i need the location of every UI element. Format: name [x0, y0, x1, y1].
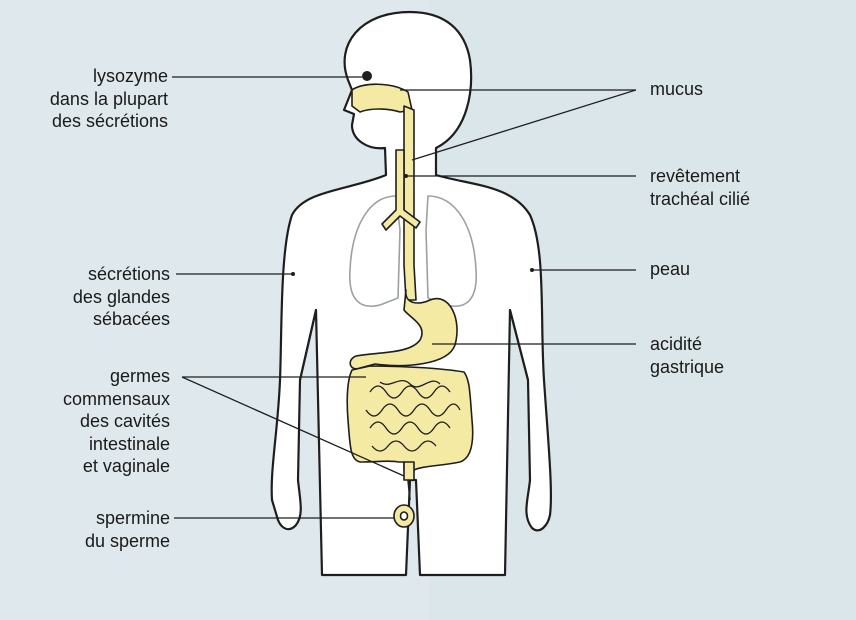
label-line: trachéal cilié — [650, 188, 750, 211]
label-line: des sécrétions — [50, 110, 168, 133]
label-spermine: spermine du sperme — [85, 507, 170, 552]
label-line: peau — [650, 258, 690, 281]
label-line: des glandes — [73, 286, 170, 309]
label-line: sécrétions — [73, 263, 170, 286]
label-line: gastrique — [650, 356, 724, 379]
label-line: revêtement — [650, 165, 750, 188]
label-line: acidité — [650, 333, 724, 356]
label-line: dans la plupart — [50, 88, 168, 111]
label-line: germes — [63, 365, 170, 388]
label-acidity: acidité gastrique — [650, 333, 724, 378]
label-line: lysozyme — [50, 65, 168, 88]
label-line: du sperme — [85, 530, 170, 553]
label-line: des cavités — [63, 410, 170, 433]
label-sebum: sécrétions des glandes sébacées — [73, 263, 170, 331]
label-mucus: mucus — [650, 78, 703, 101]
label-line: spermine — [85, 507, 170, 530]
eye-icon — [362, 71, 372, 81]
label-line: et vaginale — [63, 455, 170, 478]
label-line: intestinale — [63, 433, 170, 456]
label-line: mucus — [650, 78, 703, 101]
label-commensals: germes commensaux des cavités intestinal… — [63, 365, 170, 478]
label-line: commensaux — [63, 388, 170, 411]
label-cilia: revêtement trachéal cilié — [650, 165, 750, 210]
label-line: sébacées — [73, 308, 170, 331]
label-lysozyme: lysozyme dans la plupart des sécrétions — [50, 65, 168, 133]
label-skin: peau — [650, 258, 690, 281]
